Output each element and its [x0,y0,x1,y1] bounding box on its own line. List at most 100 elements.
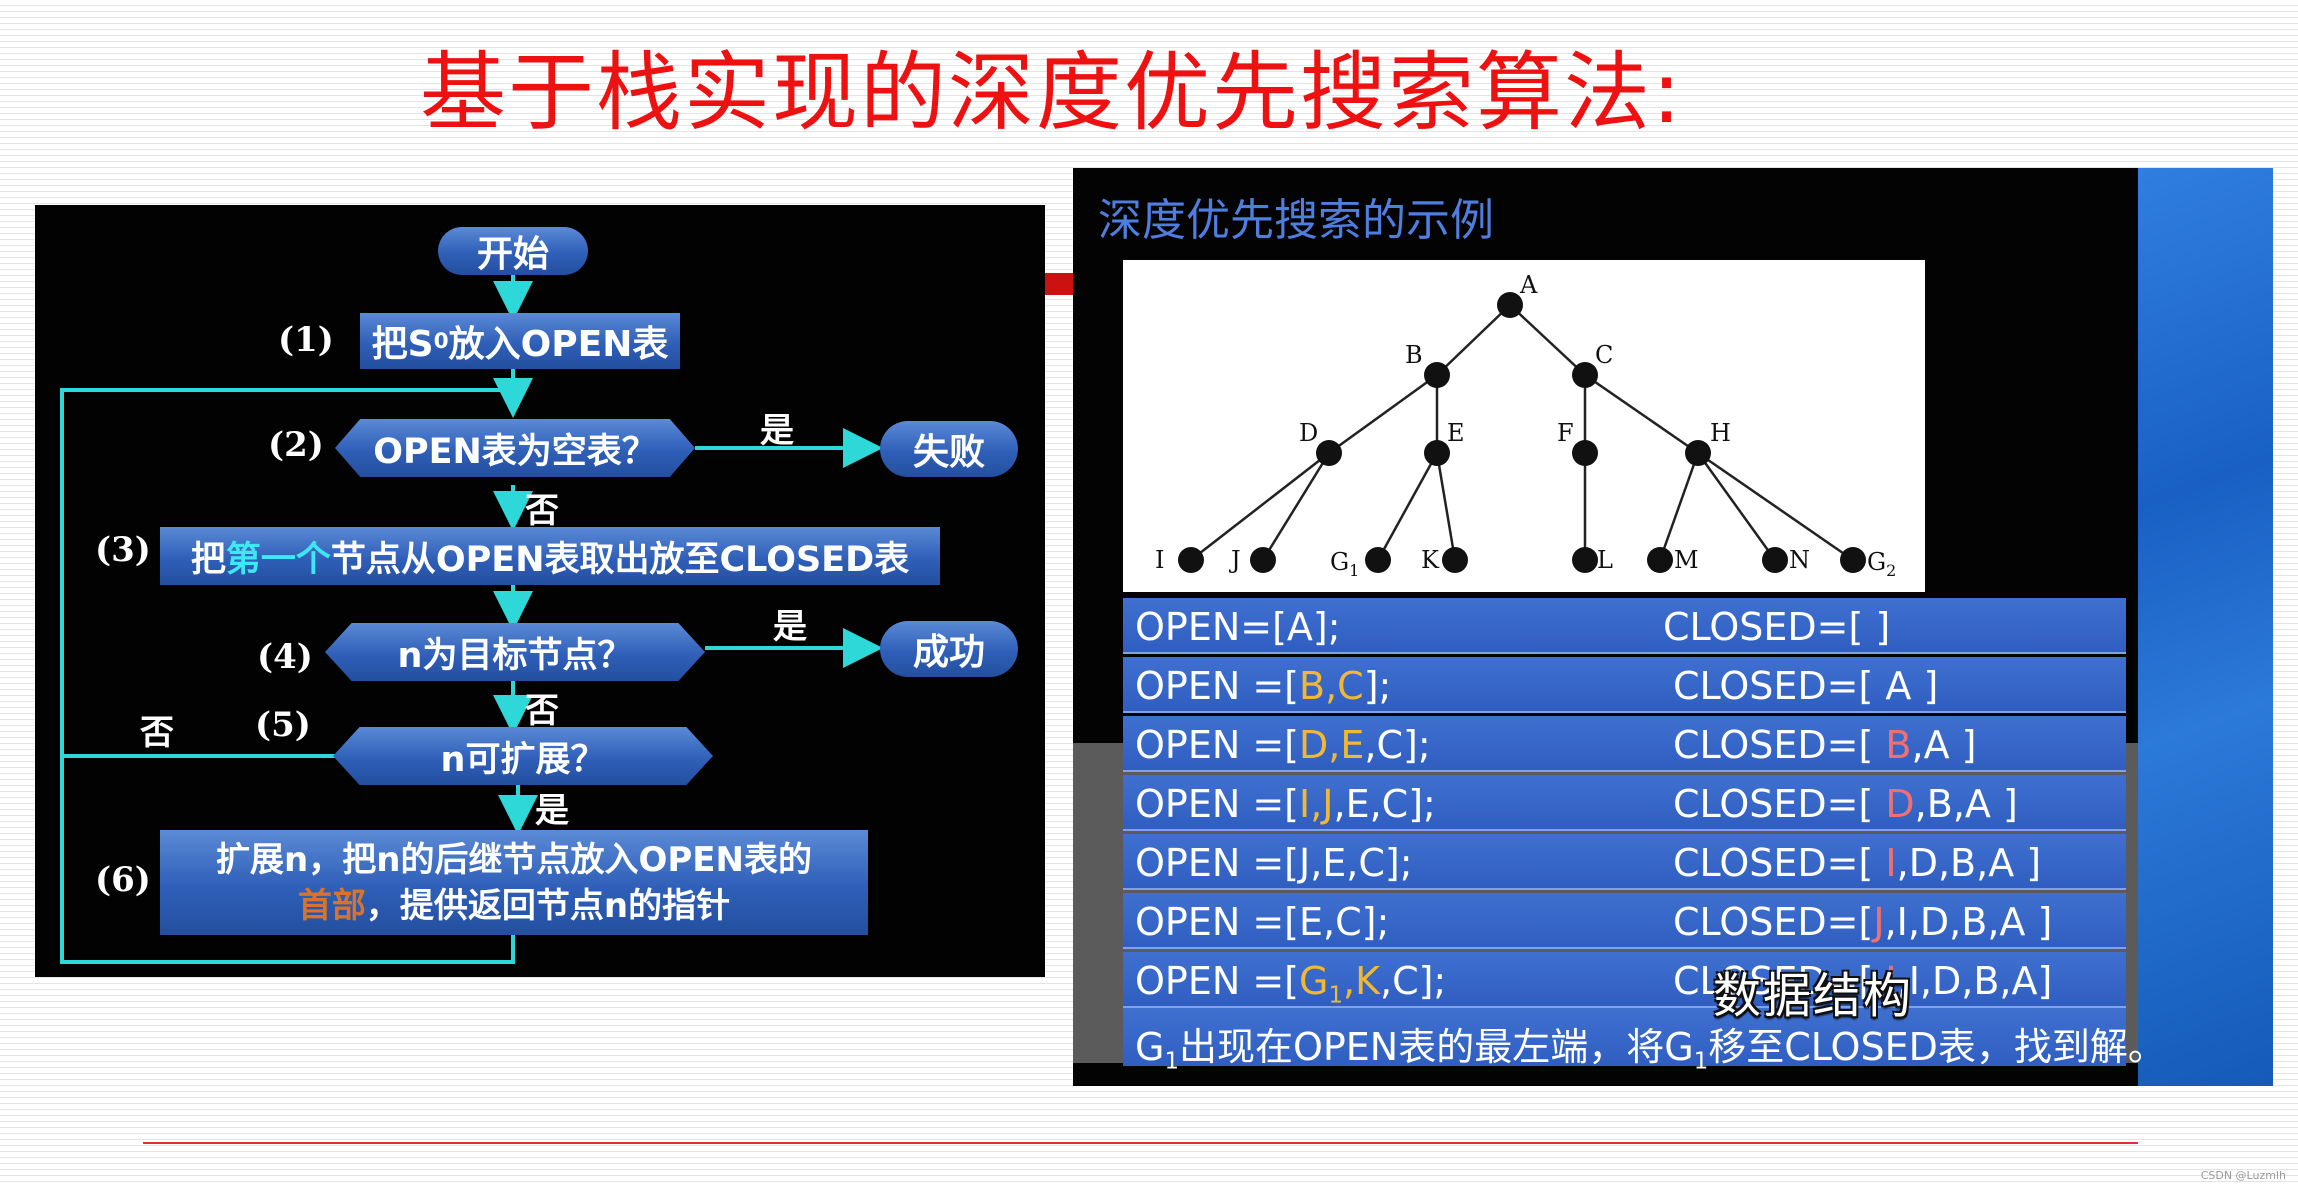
table-row: OPEN =[B,C]; CLOSED=[ A ] [1123,657,2126,713]
tree-edge [1328,373,1438,455]
tree-label-b: B [1405,341,1423,369]
open-cell: OPEN =[G1,K,C]; [1135,959,1446,1009]
fail-label: 失败 [912,432,985,473]
closed-cell: CLOSED=[ D,B,A ] [1673,782,2018,826]
tree-label-e: E [1447,419,1465,447]
tree-label-k: K [1421,546,1440,574]
tree-node-i [1178,547,1204,573]
final-result-text: G1出现在OPEN表的最左端，将G1移至CLOSED表，找到解。 [1135,1016,2166,1075]
step-2-decision: OPEN表为空表？ [335,419,695,477]
tree-node-f [1572,440,1598,466]
highlight-closed-node: I [1885,841,1897,885]
cell-text: OPEN =[E,C]; [1135,900,1390,944]
step-6-number: (6) [95,860,151,900]
cell-text: CLOSED=[ ] [1663,605,1891,649]
highlight-new-nodes: I,J [1299,782,1334,826]
closed-cell: CLOSED=[ J,I,D,B,A] [1673,959,2052,1003]
cell-text: OPEN =[ [1135,664,1300,708]
cell-text: ,B,A ] [1914,782,2018,826]
tree-edge [1509,304,1586,376]
tree-label-n: N [1789,546,1810,574]
cell-text: ,I,D,B,A ] [1884,900,2053,944]
step-1-number: (1) [278,320,334,360]
tree-label-d: D [1299,419,1318,447]
open-cell: OPEN=[A]; [1135,605,1341,649]
flowchart-connectors [60,273,883,964]
tree-edge [1697,451,1854,562]
step-4-number: (4) [257,637,313,677]
highlight-closed-node: J [1873,900,1885,944]
step-2-text: OPEN表为空表？ [373,431,657,472]
step-3-text-post: 节点从OPEN表取出放至CLOSED表 [330,539,910,580]
cell-text: ,A ] [1911,723,1977,767]
open-cell: OPEN =[B,C]; [1135,664,1391,708]
closed-cell: CLOSED=[ I,D,B,A ] [1673,841,2041,885]
tree-label-l: L [1597,546,1613,574]
step-6-line2: ，提供返回节点n的指针 [365,885,731,926]
video-subtitle: 数据结构 [1713,968,1914,1024]
tree-label-m: M [1674,546,1699,574]
table-row: OPEN =[D,E,C]; CLOSED=[ B,A ] [1123,716,2126,772]
step-5-no-label: 否 [140,713,174,753]
step-4-decision: n为目标节点？ [325,623,705,681]
step-5-decision: n可扩展？ [333,727,713,785]
step-1-text-post: 放入OPEN表 [448,324,669,365]
tree-edge [1435,452,1457,561]
decorative-blue-side [2138,168,2273,1086]
cell-text: OPEN=[A]; [1135,605,1341,649]
tree-node-l [1572,547,1598,573]
tree-label-a: A [1519,271,1538,299]
start-label: 开始 [476,234,549,275]
tree-edge [1261,452,1331,561]
tree-label-j: J [1228,546,1241,574]
step-6-line1: 扩展n，把n的后继节点放入OPEN表的 [216,839,812,880]
tree-label-c: C [1595,341,1613,369]
closed-cell: CLOSED=[ ] [1663,605,1890,649]
cell-text: ,C]; [1364,723,1431,767]
open-cell: OPEN =[D,E,C]; [1135,723,1431,767]
step-5-yes-label: 是 [535,791,569,831]
tree-edge [1696,452,1777,561]
cell-text: CLOSED=[ A ] [1673,664,1939,708]
highlight-closed-node: B [1885,723,1912,767]
step-1-subscript: 0 [433,328,449,354]
success-label: 成功 [912,632,985,673]
success-node: 成功 [880,621,1018,677]
slide-title: 基于栈实现的深度优先搜索算法: [420,43,1683,143]
tree-node-j [1250,547,1276,573]
cell-text: CLOSED=[ [1673,723,1886,767]
tree-label-g1: G1 [1330,548,1359,580]
cell-text: CLOSED=[ [1673,841,1886,885]
highlight-new-nodes: ,K [1342,959,1380,1003]
cell-text: G [1135,1025,1165,1069]
tree-label-g2: G2 [1867,548,1896,580]
step-3-box: 把第一个节点从OPEN表取出放至CLOSED表 [160,527,940,585]
step-6-highlight: 首部 [297,885,366,926]
cell-text: CLOSED=[ [1673,959,1886,1003]
cell-text: OPEN =[J,E,C]; [1135,841,1413,885]
table-row: OPEN =[E,C];CLOSED=[J,I,D,B,A ] [1123,893,2126,949]
tree-edge [1190,452,1330,561]
highlight-closed-node: J [1885,959,1897,1003]
tree-node-g1 [1365,547,1391,573]
cell-text: ,D,B,A ] [1896,841,2042,885]
step-6-box: 扩展n，把n的后继节点放入OPEN表的 首部，提供返回节点n的指针 [160,830,868,935]
example-title: 深度优先搜索的示例 [1098,195,1494,246]
cell-text: OPEN =[ [1135,723,1300,767]
step-4-text: n为目标节点？ [397,635,633,676]
highlight-closed-node: D [1885,782,1915,826]
closed-cell: CLOSED=[ B,A ] [1673,723,1976,767]
step-3-highlight: 第一个 [225,539,331,580]
tree-node-c [1572,362,1598,388]
tree-node-b [1424,362,1450,388]
step-2-yes-label: 是 [760,411,794,451]
tree-node-m [1647,547,1673,573]
tree-node-n [1762,547,1788,573]
red-marker [1043,273,1075,295]
table-row: OPEN =[J,E,C]; CLOSED=[ I,D,B,A ] [1123,834,2126,890]
